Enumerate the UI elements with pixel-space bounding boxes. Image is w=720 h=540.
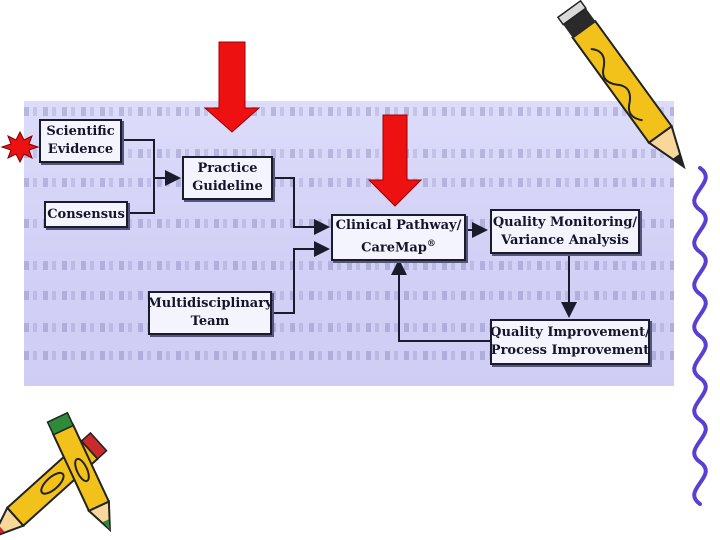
edge-guideline-pathway	[273, 177, 330, 235]
edge-improvement-pathway	[391, 259, 490, 342]
node-scientific-evidence: Scientific Evidence	[39, 119, 122, 163]
connectors	[122, 139, 577, 342]
node-quality-improvement: Quality Improvement/ Process Improvement	[490, 319, 650, 365]
node-consensus: Consensus	[44, 201, 128, 228]
edge-consensus-guideline	[128, 178, 155, 214]
pencil-icon	[556, 0, 686, 170]
red-arrow-icon	[203, 41, 261, 133]
star-burst-icon	[0, 130, 40, 164]
node-quality-monitoring: Quality Monitoring/ Variance Analysis	[490, 209, 640, 254]
diagram-panel: Scientific Evidence Consensus Practice G…	[24, 101, 674, 386]
squiggle-icon	[692, 166, 708, 506]
edge-evidence-guideline	[122, 139, 181, 186]
edge-team-pathway	[272, 241, 330, 314]
node-practice-guideline: Practice Guideline	[182, 156, 273, 200]
red-arrow-icon	[367, 114, 423, 207]
node-clinical-pathway: Clinical Pathway/ CareMap®	[331, 214, 466, 261]
node-multidisciplinary-team: Multidisciplinary Team	[147, 291, 273, 335]
pencils-icon	[0, 411, 111, 539]
